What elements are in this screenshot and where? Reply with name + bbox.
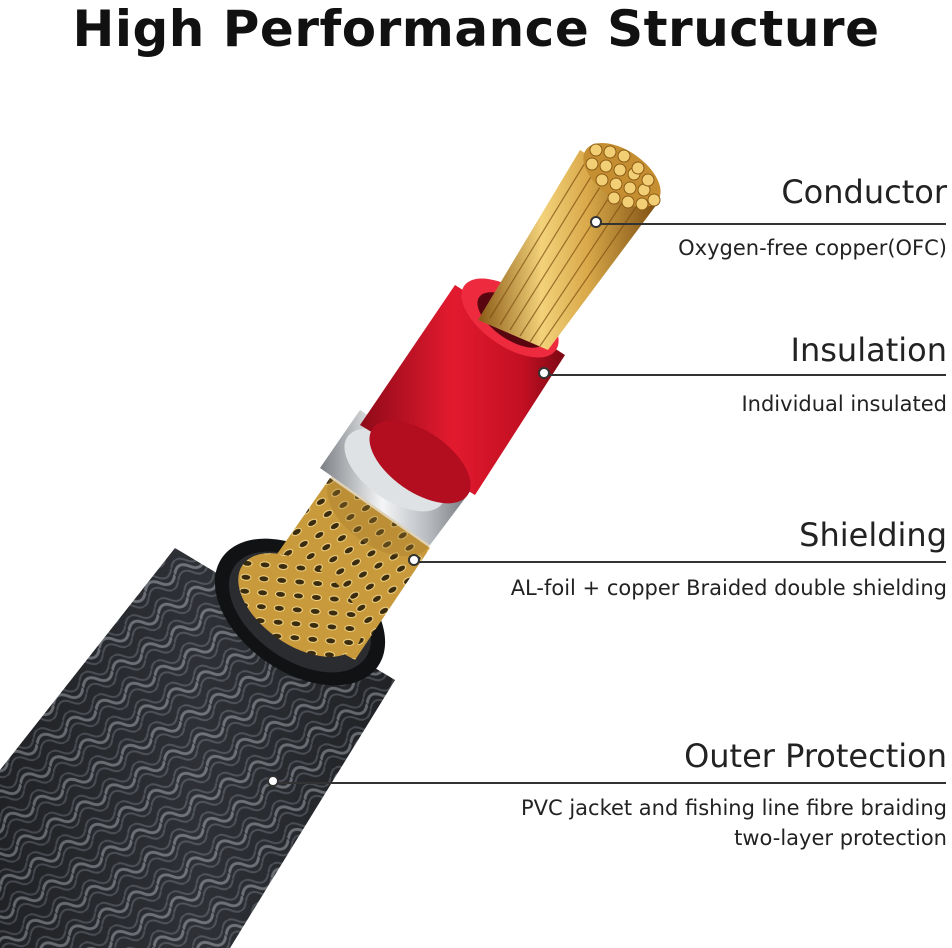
copper-conductor-strands <box>478 143 661 350</box>
outer-protection-description-line-1: PVC jacket and fishing line fibre braidi… <box>520 796 947 820</box>
insulation-callout-line <box>546 374 946 376</box>
shielding-callout-dot <box>408 554 420 566</box>
page-title: High Performance Structure <box>72 0 880 58</box>
insulation-description: Individual insulated <box>741 392 947 416</box>
conductor-description: Oxygen-free copper(OFC) <box>678 236 947 260</box>
outer-protection-callout-dot <box>267 775 279 787</box>
outer-protection-label: Outer Protection <box>684 737 947 775</box>
insulation-label: Insulation <box>790 331 947 369</box>
outer-protection-callout-line <box>275 782 946 784</box>
conductor-callout-line <box>598 223 946 225</box>
shielding-callout-line <box>416 561 946 563</box>
conductor-label: Conductor <box>781 173 947 211</box>
outer-protection-description-line-2: two-layer protection <box>734 826 947 850</box>
shielding-description: AL-foil + copper Braided double shieldin… <box>510 576 947 600</box>
insulation-callout-dot <box>538 367 550 379</box>
conductor-callout-dot <box>590 216 602 228</box>
shielding-label: Shielding <box>799 516 947 554</box>
